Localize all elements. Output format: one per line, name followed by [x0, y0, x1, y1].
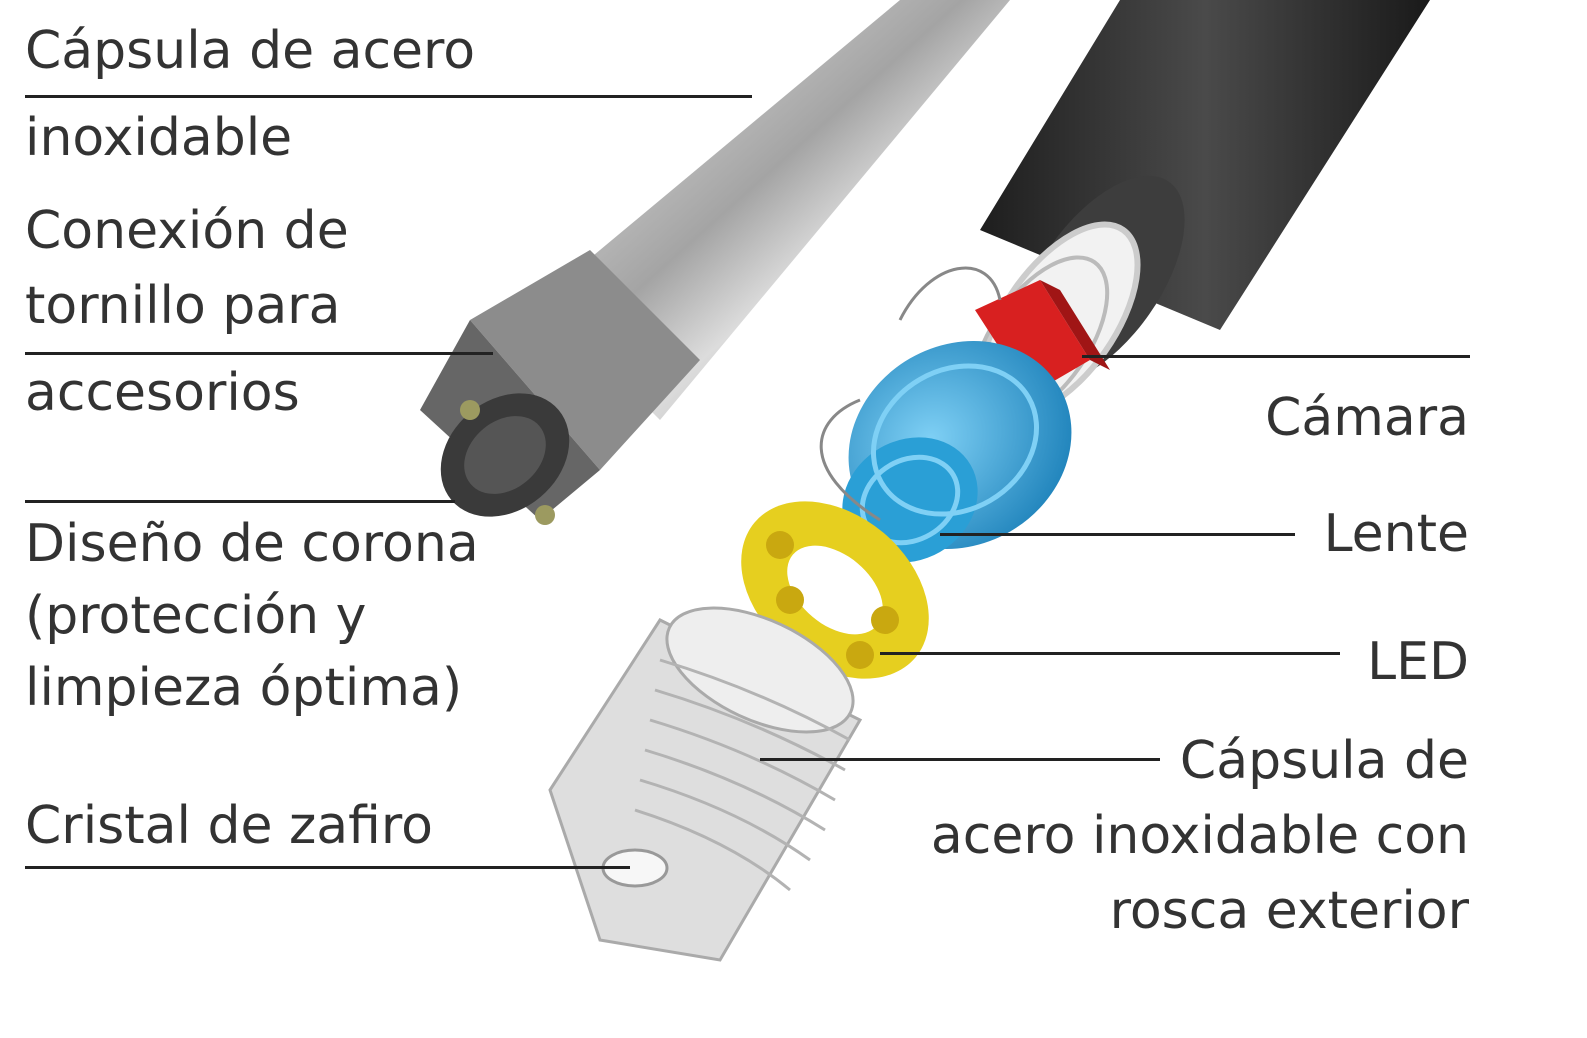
label-screw-connection: Conexión de [25, 201, 349, 261]
steel-probe-shape [420, 0, 1010, 525]
leader-line-crown-design [25, 500, 455, 503]
label-capsule-steel-2: inoxidable [25, 108, 293, 168]
label-led: LED [1367, 632, 1469, 692]
label-crown-design-2: (protección y [25, 586, 367, 646]
leader-line-camera [1082, 355, 1470, 358]
label-screw-connection-2: tornillo para [25, 276, 341, 336]
label-crown-design: Diseño de corona [25, 514, 479, 574]
lens-shape [842, 341, 1072, 563]
label-threaded-capsule-3: rosca exterior [1109, 881, 1469, 941]
label-capsule-steel: Cápsula de acero [25, 21, 476, 81]
leader-line-screw-connection [25, 352, 493, 355]
leader-line-capsule-steel [25, 95, 752, 98]
leader-line-sapphire-glass [25, 866, 630, 869]
wires-shape [819, 266, 1002, 522]
threaded-cap-shape [548, 606, 863, 962]
label-threaded-capsule: Cápsula de [1179, 731, 1469, 791]
label-crown-design-3: limpieza óptima) [25, 658, 463, 718]
label-threaded-capsule-2: acero inoxidable con [930, 806, 1469, 866]
label-lens: Lente [1323, 504, 1469, 564]
leader-line-led [880, 652, 1340, 655]
label-camera: Cámara [1265, 388, 1469, 448]
leader-line-lens [940, 533, 1295, 536]
camera-shape [975, 280, 1110, 395]
leader-line-threaded-capsule [760, 758, 1160, 761]
label-screw-connection-3: accesorios [25, 363, 300, 423]
label-sapphire-glass: Cristal de zafiro [25, 796, 433, 856]
